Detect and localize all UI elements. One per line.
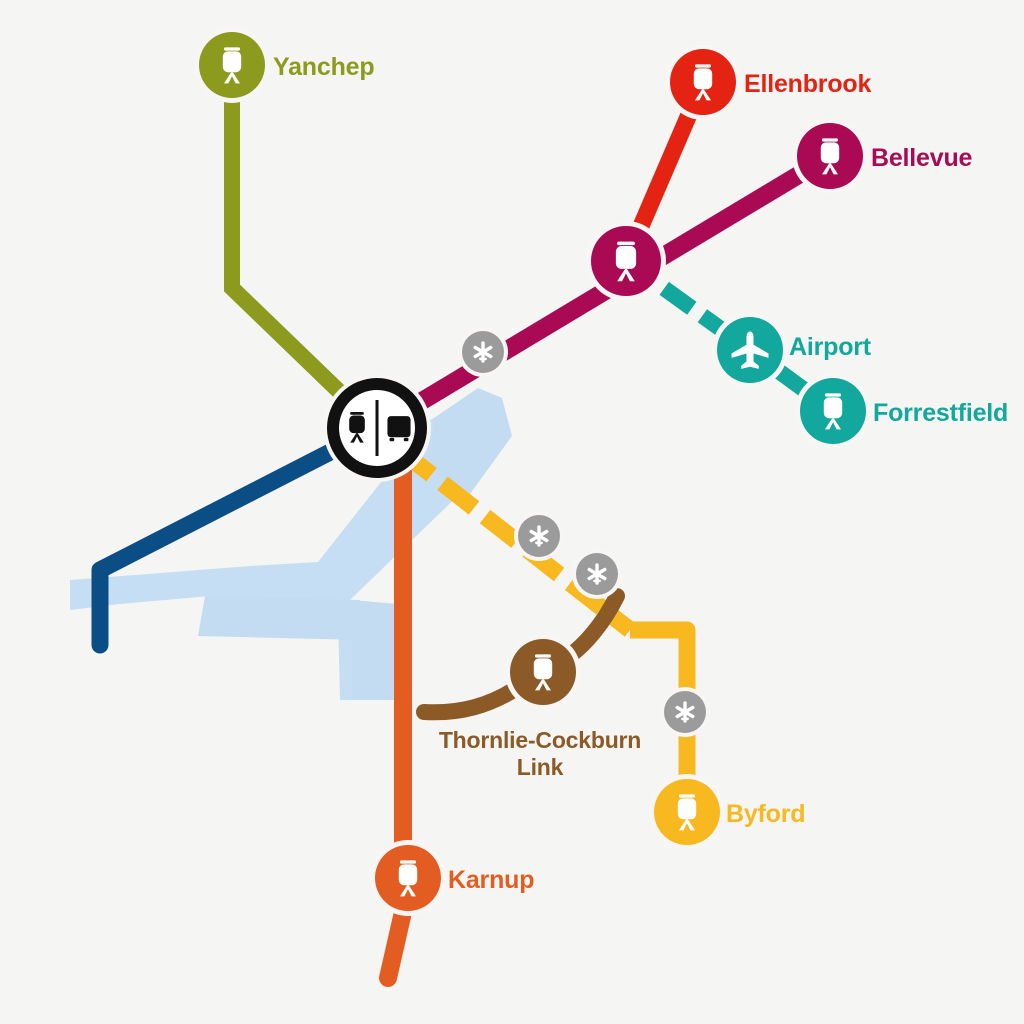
station-label-karnup: Karnup: [448, 866, 534, 894]
station-airport[interactable]: [712, 312, 788, 388]
station-thornlie-cockburn[interactable]: [505, 634, 581, 710]
line-yanchep[interactable]: [224, 65, 383, 434]
station-label-forrestfield: Forrestfield: [873, 399, 1008, 427]
station-bayswater-junction[interactable]: [586, 221, 666, 301]
station-label-thornlie-cockburn-line2: Link: [517, 754, 564, 780]
station-karnup[interactable]: [370, 840, 446, 916]
interchange-marker[interactable]: [514, 511, 564, 561]
station-yanchep[interactable]: [194, 27, 270, 103]
station-ellenbrook[interactable]: [665, 44, 741, 120]
station-byford[interactable]: [649, 774, 725, 850]
station-label-byford: Byford: [726, 800, 805, 828]
interchange-marker[interactable]: [660, 687, 710, 737]
station-label-ellenbrook: Ellenbrook: [744, 70, 871, 98]
station-hub-perth[interactable]: [323, 374, 431, 482]
interchange-marker[interactable]: [572, 549, 622, 599]
station-label-bellevue: Bellevue: [871, 144, 973, 172]
station-bellevue[interactable]: [792, 118, 868, 194]
interchange-marker[interactable]: [458, 327, 508, 377]
station-forrestfield[interactable]: [795, 373, 871, 449]
station-label-airport: Airport: [789, 333, 872, 361]
station-label-yanchep: Yanchep: [273, 53, 374, 81]
hub-divider: [375, 400, 379, 456]
station-label-thornlie-cockburn-line1: Thornlie-Cockburn: [439, 727, 641, 753]
line-mandurah[interactable]: [91, 419, 386, 654]
